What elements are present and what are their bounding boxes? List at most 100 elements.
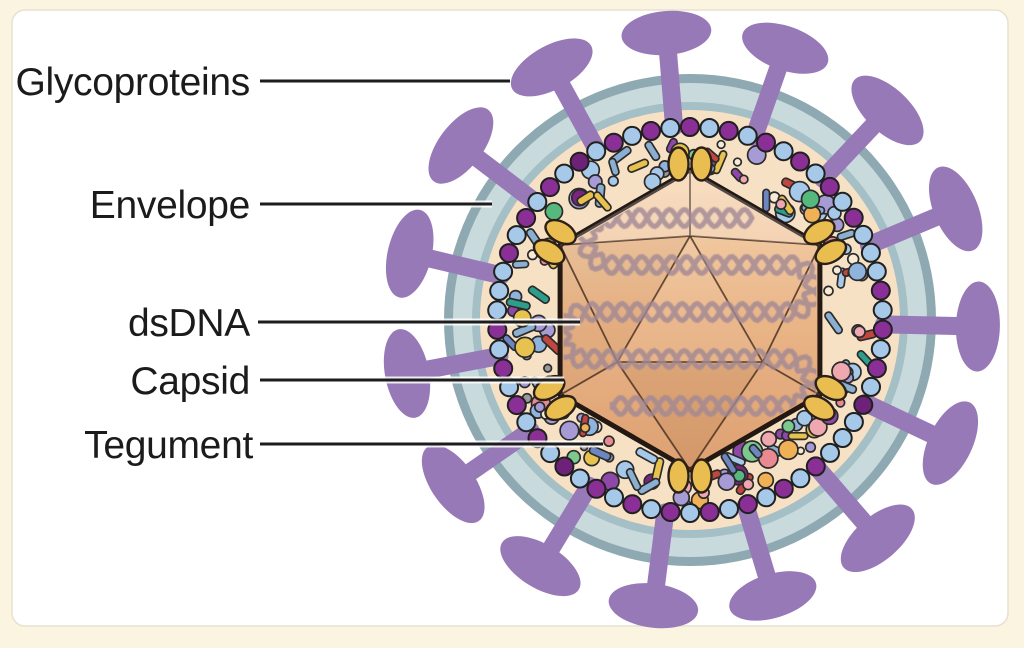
membrane-bead [554,163,575,184]
membrane-bead [860,242,881,263]
tegument-shape [717,472,736,491]
portal-oval [690,458,713,494]
membrane-bead [805,456,826,477]
label-tegument: Tegument [84,424,253,467]
tegument-shape [514,336,536,359]
membrane-bead [872,319,893,340]
callout-glycoproteins: Glycoproteins [15,61,510,104]
portal-oval-pair [803,374,848,422]
capsid [557,167,823,473]
membrane-bead [641,499,662,520]
glycoprotein-spike [859,166,983,255]
callout-envelope: Envelope [90,184,492,227]
tegument-shape [608,157,620,177]
tegument-shape [781,419,796,434]
spike-cap [955,281,1000,372]
tegument-shape [748,443,763,459]
tegument-shape [853,325,866,339]
membrane-bead [773,478,794,499]
membrane-bead [861,376,881,397]
spike-stalk [542,476,599,557]
membrane-bead [622,125,643,146]
tegument-shape [579,422,591,434]
membrane-bead [586,141,607,162]
spike-stalk [814,117,882,188]
tegument-shape [796,409,813,427]
tegument-shape [800,189,821,209]
spike-cap [851,75,924,146]
membrane-bead [699,502,720,522]
tegument-shape [732,157,743,167]
tegument-shape [831,361,852,382]
tegument-shape [716,139,726,150]
spike-stalk [745,59,787,146]
spike-stalk [469,149,545,212]
membrane-bead [853,224,874,245]
spike-cap [621,10,712,56]
tegument-shape [627,158,650,173]
callout-dsdna: dsDNA [128,302,580,345]
membrane-bead [737,125,758,146]
tegument-shape [592,191,612,212]
glycoprotein-spike [510,38,606,159]
tegument-shape [644,140,661,162]
membrane-bead [489,280,510,301]
label-capsid: Capsid [130,360,250,403]
tegument-shape [823,285,834,297]
glycoprotein-spike [383,329,509,418]
membrane-bead [499,243,519,264]
tegument-shape [544,202,564,221]
membrane-bead [569,468,590,489]
spike-cap [500,536,581,597]
membrane-bead [870,280,891,301]
tegument-shape [738,174,749,185]
tegument-shape [824,311,844,335]
spike-stalk [422,249,511,285]
spike-cap [608,583,699,629]
tegument-shape [543,363,553,373]
glycoprotein-spike [421,421,540,524]
membrane-bead [805,163,826,184]
callout-capsid: Capsid [130,360,564,403]
capsid-facet-shade [617,362,763,470]
portal-oval-pair [532,218,577,266]
portal-oval [544,394,577,422]
glycoprotein-spike [807,458,915,573]
portal-oval [690,146,713,182]
membrane-bead [737,494,758,515]
membrane-bead [506,225,527,246]
tegument-shape [588,445,612,462]
membrane-bead [820,442,840,463]
glycoprotein-spike [874,281,1000,372]
glycoprotein-spikes [383,10,1000,629]
membrane-bead [603,132,624,153]
tegument-shape [505,297,531,311]
spike-cap [510,38,593,97]
membrane-bead [604,487,624,508]
label-dsdna: dsDNA [128,302,250,345]
glycoprotein-spike [500,476,599,597]
tegument-shape [559,420,580,441]
capsid-facet-line [689,235,820,246]
spike-stalk [419,347,509,379]
membrane-bead [489,339,510,360]
membrane-bead [866,358,887,379]
spike-stalk [874,315,965,336]
portal-oval [532,238,566,266]
membrane-bead [487,300,508,321]
spike-cap [383,329,431,418]
membrane-bead [493,261,514,282]
portal-oval [544,218,577,246]
spike-stalk [856,393,940,443]
portal-oval [814,374,848,402]
membrane-bead [586,478,607,499]
membrane-bead [554,456,575,477]
spike-stalk [736,496,776,584]
spike-cap [928,166,983,252]
glycoprotein-spike [742,22,829,146]
tegument-shape [533,401,546,413]
portal-oval [667,458,690,494]
membrane-bead [773,141,794,162]
membrane-bead [622,494,643,515]
